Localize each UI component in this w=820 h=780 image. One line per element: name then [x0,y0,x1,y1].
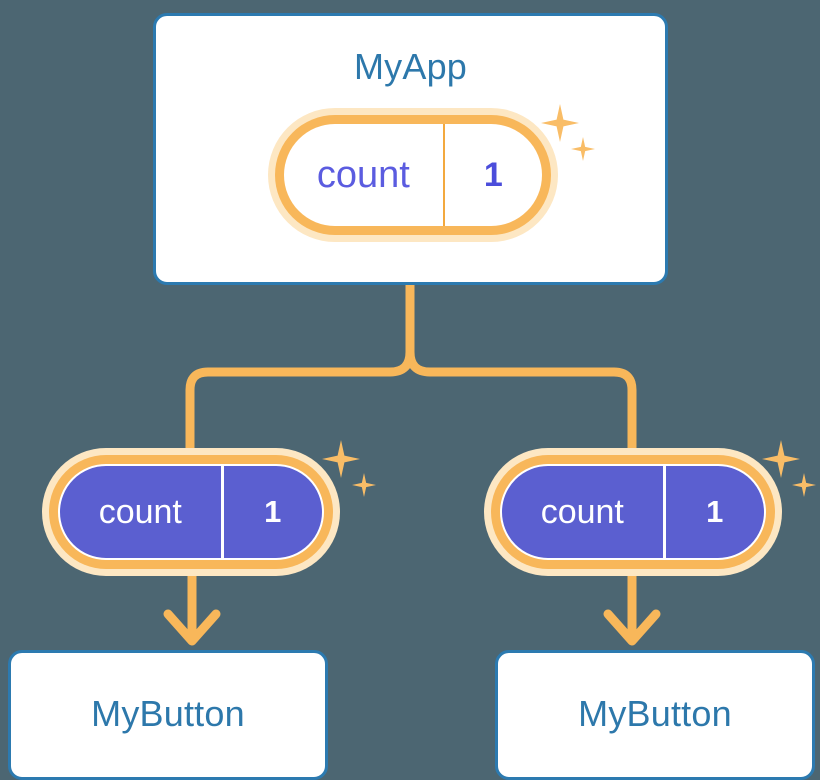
arrow-down-icon [163,574,221,646]
signal-name: count [98,492,182,531]
sparkle-icon [322,440,360,478]
arrow-down-icon [603,574,661,646]
signal-pill-ring: count 1 [275,115,551,235]
signal-value: 1 [662,466,764,558]
signal-name: count [316,153,410,196]
branch-connector [185,285,637,457]
sparkle-small-icon [352,473,376,497]
myapp-card-title: MyApp [353,46,468,87]
signal-pill-body: count 1 [284,124,542,226]
mybutton-card-title: MyButton [578,693,732,734]
signal-pill-right[interactable]: count 1 [484,448,782,576]
signal-pill-ring: count 1 [49,455,333,569]
signal-pill-myapp[interactable]: count 1 [268,108,558,242]
signal-pill-ring: count 1 [491,455,775,569]
signal-pill-left[interactable]: count 1 [42,448,340,576]
signal-pill-body: count 1 [500,464,766,560]
signal-pill-body: count 1 [58,464,324,560]
mybutton-card-left[interactable]: MyButton [8,650,328,780]
signal-value: 1 [220,466,322,558]
mybutton-card-title: MyButton [91,693,245,734]
mybutton-card-right[interactable]: MyButton [495,650,815,780]
sparkle-small-icon [792,473,816,497]
signal-value: 1 [442,124,542,226]
signal-name: count [540,492,624,531]
